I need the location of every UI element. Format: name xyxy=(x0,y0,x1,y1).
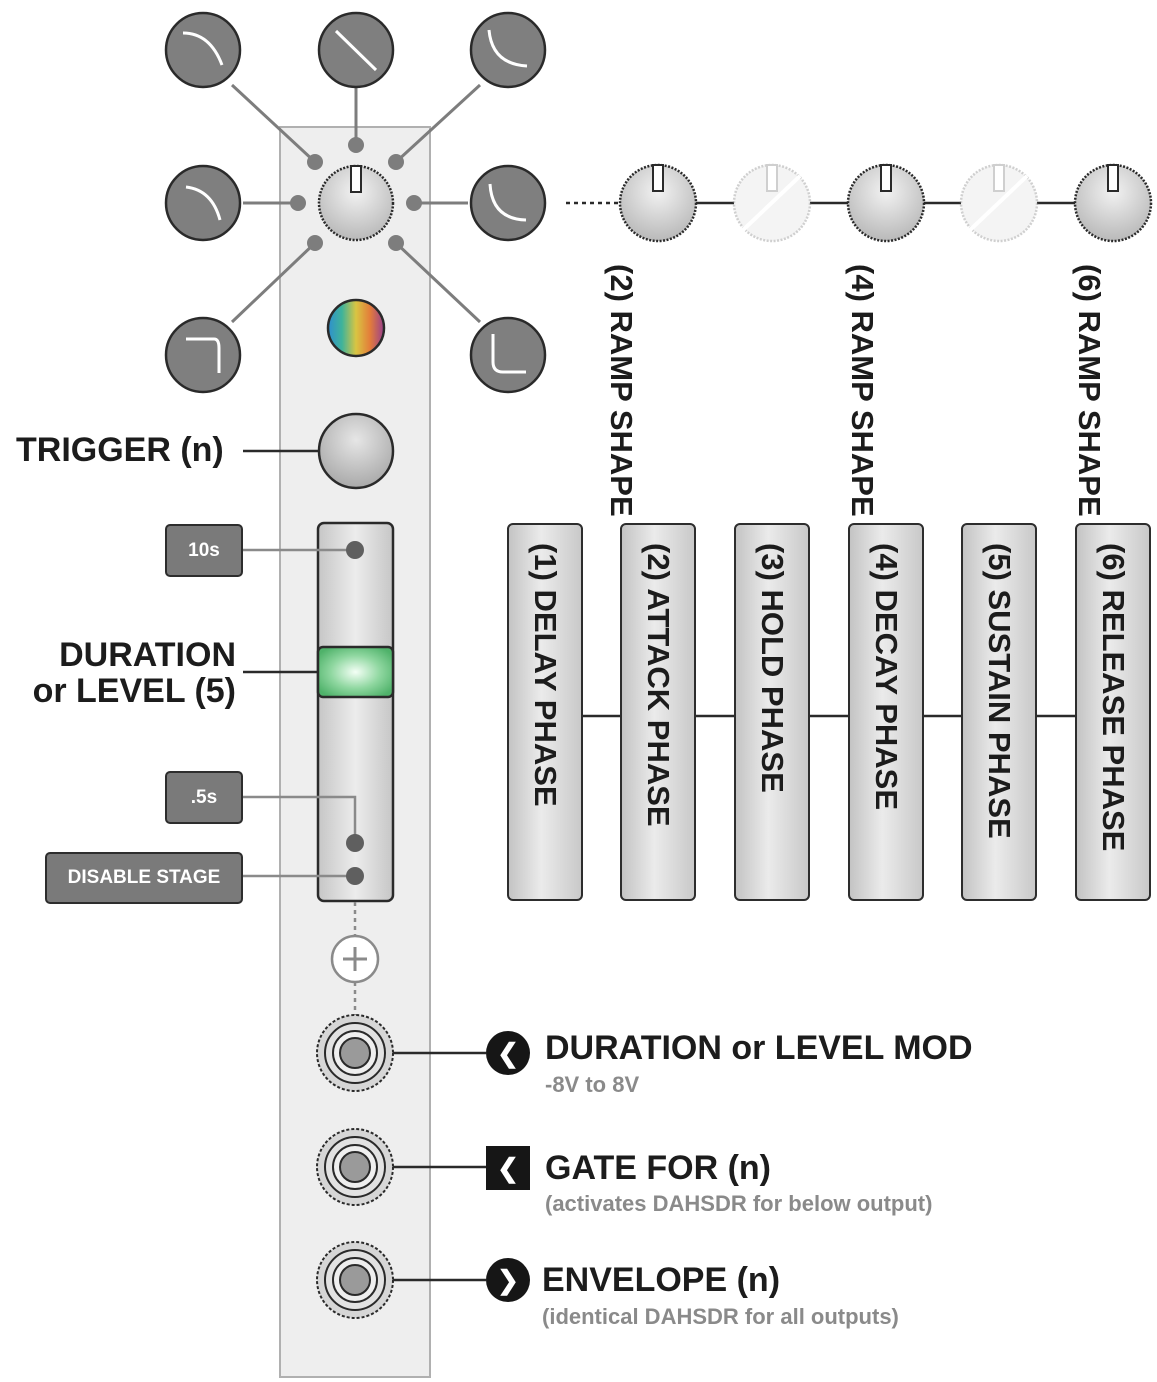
jack-leader-lines xyxy=(393,1051,486,1282)
phase-label: (2) ATTACK PHASE xyxy=(641,543,676,827)
disable-stage-tag: DISABLE STAGE xyxy=(45,852,243,904)
stage-led xyxy=(326,298,386,358)
slider-leader-lines xyxy=(243,548,357,878)
duration-label: DURATION or LEVEL (5) xyxy=(33,637,236,709)
jack-gate[interactable] xyxy=(316,1128,394,1206)
phase-label: (6) RELEASE PHASE xyxy=(1096,543,1131,852)
envelope-output-subtitle: (identical DAHSDR for all outputs) xyxy=(542,1304,899,1329)
jack-duration-mod[interactable] xyxy=(316,1014,394,1092)
phase-box-hold: (3) HOLD PHASE xyxy=(734,523,810,901)
ramp-shape-label-4: (4) RAMP SHAPE xyxy=(845,264,880,517)
chevron-right-circle-icon: ❯ xyxy=(486,1258,530,1302)
phase-box-release: (6) RELEASE PHASE xyxy=(1075,523,1151,901)
ramp-knob-2[interactable] xyxy=(618,163,698,243)
chevron-left-square-icon: ❮ xyxy=(486,1146,530,1190)
shape-connector-lines xyxy=(230,83,482,324)
ramp-knob-6[interactable] xyxy=(1073,163,1153,243)
phase-label: (3) HOLD PHASE xyxy=(755,543,790,793)
ramp-shape-label-2: (2) RAMP SHAPE xyxy=(604,264,639,517)
duration-label-line1: DURATION xyxy=(59,636,236,674)
shape-selection-dots xyxy=(290,137,422,251)
duration-slider-track xyxy=(316,521,395,903)
curve-knob-top-left xyxy=(164,11,242,89)
curve-knob-mid-right xyxy=(469,164,547,242)
curve-knob-bottom-left xyxy=(164,316,242,394)
trigger-button[interactable] xyxy=(317,412,395,490)
duration-slider-handle[interactable] xyxy=(316,645,395,699)
duration-label-line2: or LEVEL (5) xyxy=(32,672,236,710)
max-duration-tag: 10s xyxy=(165,524,243,577)
chevron-left-circle-icon: ❮ xyxy=(486,1031,530,1075)
phase-label: (5) SUSTAIN PHASE xyxy=(982,543,1017,839)
phase-label: (1) DELAY PHASE xyxy=(528,543,563,807)
phase-box-delay: (1) DELAY PHASE xyxy=(507,523,583,901)
min-duration-tag: .5s xyxy=(165,771,243,824)
envelope-output-title: ENVELOPE (n) xyxy=(542,1261,781,1299)
mod-input-title: DURATION or LEVEL MOD xyxy=(545,1029,973,1067)
phase-label: (4) DECAY PHASE xyxy=(869,543,904,811)
ramp-knob-5-disabled xyxy=(959,163,1039,243)
expander-plus-icon[interactable] xyxy=(330,934,380,984)
gate-input-title: GATE FOR (n) xyxy=(545,1149,771,1187)
ramp-shape-knob[interactable] xyxy=(317,164,395,242)
curve-knob-top-center xyxy=(317,11,395,89)
slider-markers xyxy=(346,541,364,885)
curve-knob-bottom-right xyxy=(469,316,547,394)
phase-box-attack: (2) ATTACK PHASE xyxy=(620,523,696,901)
ramp-shape-label-6: (6) RAMP SHAPE xyxy=(1072,264,1107,517)
curve-knob-top-right xyxy=(469,11,547,89)
phase-box-decay: (4) DECAY PHASE xyxy=(848,523,924,901)
phase-box-sustain: (5) SUSTAIN PHASE xyxy=(961,523,1037,901)
trigger-label: TRIGGER (n) xyxy=(16,431,224,469)
curve-knob-mid-left xyxy=(164,164,242,242)
ramp-knob-4[interactable] xyxy=(846,163,926,243)
mod-input-subtitle: -8V to 8V xyxy=(545,1072,640,1097)
gate-input-subtitle: (activates DAHSDR for below output) xyxy=(545,1191,933,1216)
jack-envelope[interactable] xyxy=(316,1241,394,1319)
ramp-knob-3-disabled xyxy=(732,163,812,243)
